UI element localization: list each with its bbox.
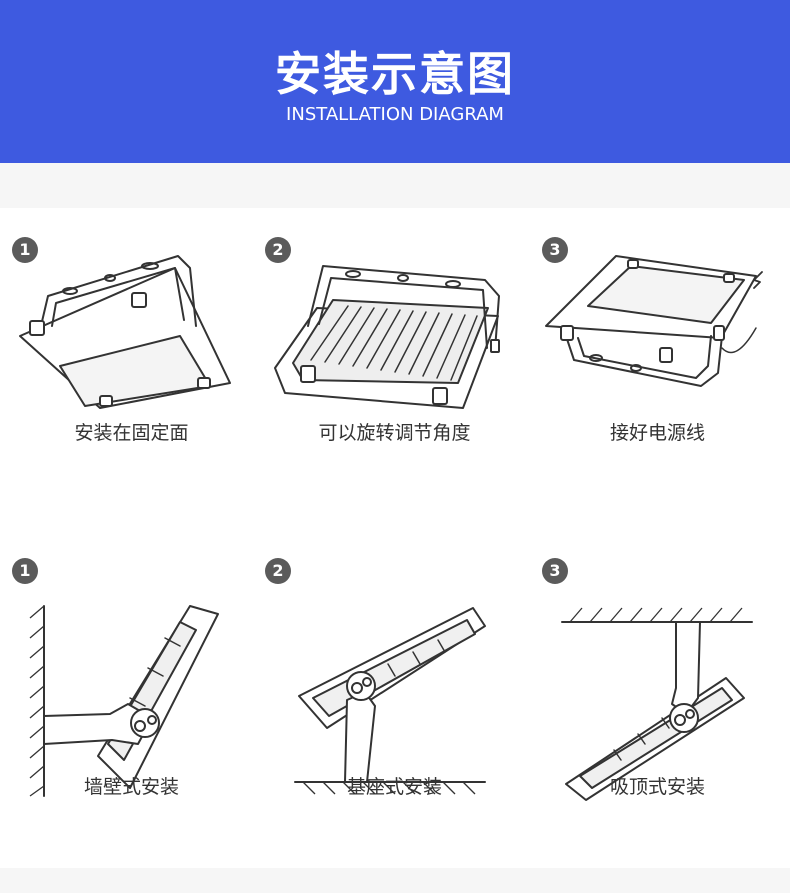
page-subtitle: INSTALLATION DIAGRAM bbox=[286, 104, 504, 125]
mount-base: 2 bbox=[263, 538, 526, 868]
mount-caption: 吸顶式安装 bbox=[609, 776, 705, 798]
step-connect-power: 3 接好电源线 bbox=[526, 208, 789, 538]
step-rotate-angle: 2 bbox=[263, 208, 526, 538]
floodlight-front-view-illustration bbox=[274, 265, 500, 409]
step-caption: 接好电源线 bbox=[609, 422, 705, 444]
floodlight-back-view-illustration bbox=[19, 255, 231, 409]
diagram-grid: 1 安装在固定面 2 bbox=[0, 208, 790, 868]
step-mount-surface: 1 安装在固定面 bbox=[0, 208, 263, 538]
step-number-badge: 3 bbox=[542, 558, 568, 584]
step-number-badge: 1 bbox=[12, 558, 38, 584]
base-mount-illustration bbox=[294, 607, 486, 795]
mount-caption: 基座式安装 bbox=[346, 776, 442, 798]
step-number-badge: 2 bbox=[265, 237, 291, 263]
step-caption: 安装在固定面 bbox=[74, 422, 189, 444]
diagram-panel: 1 安装在固定面 2 bbox=[0, 163, 790, 893]
wall-mount-illustration bbox=[29, 605, 219, 797]
mount-ceiling: 3 bbox=[526, 538, 789, 868]
ceiling-mount-illustration bbox=[561, 607, 753, 801]
step-number-badge: 3 bbox=[542, 237, 568, 263]
mount-wall: 1 bbox=[0, 538, 263, 868]
mount-caption: 墙壁式安装 bbox=[83, 776, 179, 798]
step-caption: 可以旋转调节角度 bbox=[318, 422, 471, 444]
floodlight-wiring-illustration bbox=[545, 255, 763, 387]
step-number-badge: 1 bbox=[12, 237, 38, 263]
header-banner: 安装示意图 INSTALLATION DIAGRAM bbox=[0, 0, 790, 163]
step-number-badge: 2 bbox=[265, 558, 291, 584]
page-title: 安装示意图 bbox=[275, 47, 515, 101]
